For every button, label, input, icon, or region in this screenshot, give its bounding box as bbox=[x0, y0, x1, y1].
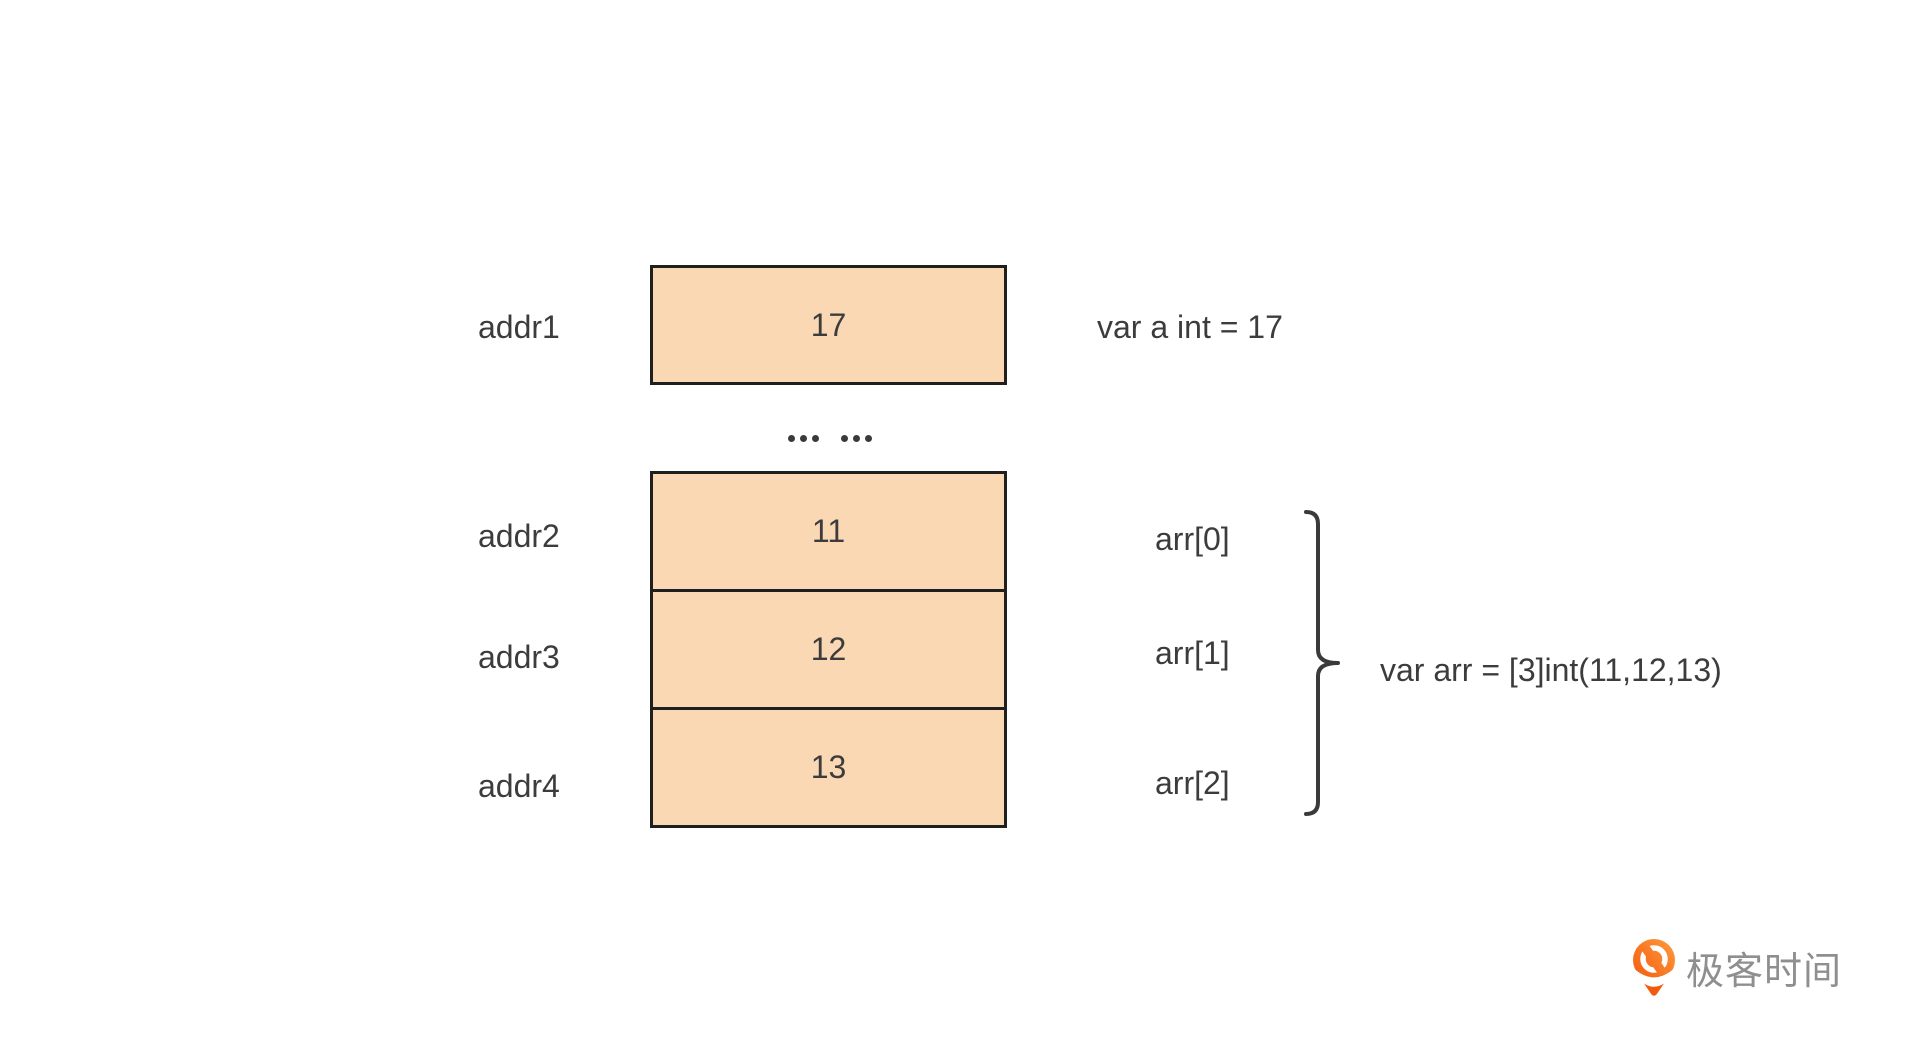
index-label-arr1: arr[1] bbox=[1155, 635, 1230, 671]
index-label-arr2: arr[2] bbox=[1155, 765, 1230, 801]
address-label-addr1: addr1 bbox=[478, 309, 560, 345]
cell-value-12: 12 bbox=[810, 631, 847, 667]
ellipsis-group-right bbox=[841, 435, 872, 442]
dot bbox=[812, 435, 819, 442]
ellipsis-group-left bbox=[788, 435, 819, 442]
memory-cell-single: 17 bbox=[650, 265, 1007, 385]
address-label-addr2: addr2 bbox=[478, 518, 560, 554]
annotation-var-arr: var arr = [3]int(11,12,13) bbox=[1380, 652, 1722, 688]
memory-cell-arr2: 13 bbox=[653, 710, 1004, 825]
cell-value-13: 13 bbox=[810, 749, 847, 785]
memory-cell-arr1: 12 bbox=[653, 592, 1004, 710]
dot bbox=[800, 435, 807, 442]
cell-value-17: 17 bbox=[810, 306, 847, 343]
geektime-pin-icon bbox=[1632, 939, 1676, 996]
geektime-logo-text: 极客时间 bbox=[1686, 951, 1843, 993]
dot bbox=[853, 435, 860, 442]
dot bbox=[865, 435, 872, 442]
index-label-arr0: arr[0] bbox=[1155, 521, 1230, 557]
curly-brace-icon bbox=[1304, 510, 1340, 816]
ellipsis-dots bbox=[788, 435, 872, 442]
annotation-var-a: var a int = 17 bbox=[1097, 309, 1283, 345]
cell-value-11: 11 bbox=[811, 513, 846, 549]
memory-cell-arr0: 11 bbox=[653, 474, 1004, 592]
dot bbox=[788, 435, 795, 442]
address-label-addr4: addr4 bbox=[478, 768, 560, 804]
address-label-addr3: addr3 bbox=[478, 639, 560, 675]
array-memory-block: 11 12 13 bbox=[650, 471, 1007, 828]
dot bbox=[841, 435, 848, 442]
